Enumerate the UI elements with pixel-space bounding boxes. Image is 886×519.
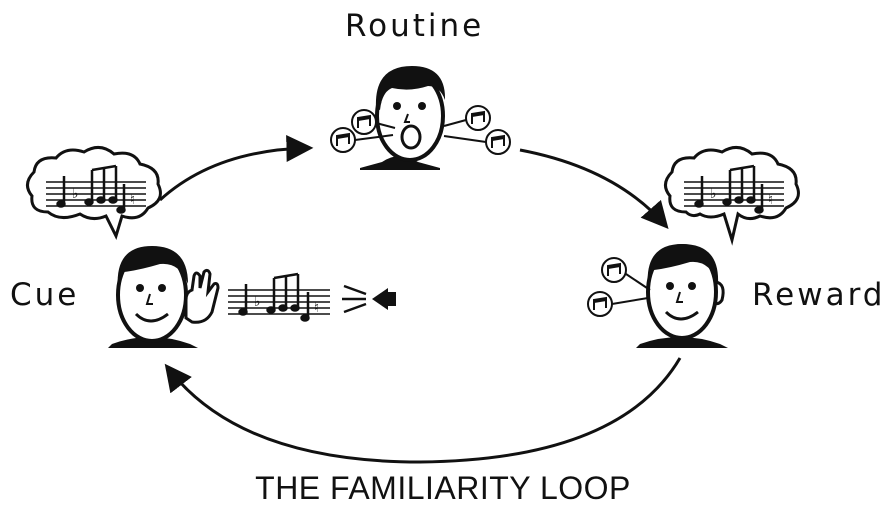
svg-text:♭: ♭ <box>710 186 717 202</box>
loop-arrows <box>158 134 682 464</box>
arrow-routine-to-reward <box>519 148 669 230</box>
svg-text:♭: ♭ <box>254 294 261 310</box>
music-notes-icon: ♭ ♮ <box>228 272 330 322</box>
music-note-bubble-icon <box>330 105 511 155</box>
svg-text:♮: ♮ <box>768 192 773 208</box>
svg-text:♮: ♮ <box>130 192 135 208</box>
raised-hand-icon <box>184 268 220 324</box>
reward-person-icon <box>587 244 728 348</box>
reward-label: Reward <box>752 277 886 313</box>
arrow-cue-to-routine <box>158 134 314 202</box>
reward-thought-bubble-icon: ♭ ♮ <box>664 146 800 246</box>
arrow-reward-to-cue <box>164 357 682 464</box>
svg-text:♭: ♭ <box>72 186 79 202</box>
svg-text:♮: ♮ <box>314 300 319 316</box>
cue-thought-bubble-icon: ♭ ♮ <box>26 146 162 241</box>
routine-label: Routine <box>345 8 485 44</box>
cue-person-icon <box>108 246 220 348</box>
music-notes-icon: ♭ ♮ <box>46 164 146 214</box>
music-notes-icon: ♭ ♮ <box>684 164 784 214</box>
cue-label: Cue <box>10 277 80 313</box>
speaker-icon <box>342 284 396 314</box>
routine-person-icon <box>330 66 511 170</box>
diagram-caption: THE FAMILIARITY LOOP <box>255 470 631 506</box>
music-note-bubble-icon <box>587 257 651 317</box>
